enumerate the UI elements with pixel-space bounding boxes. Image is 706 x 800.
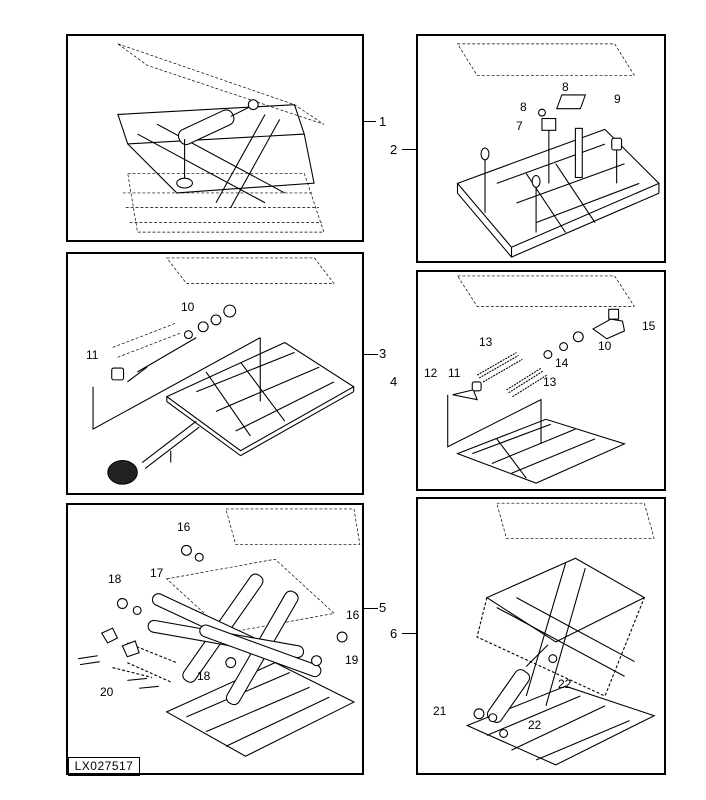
panel-3-height-adjust: 10 11 xyxy=(66,252,364,495)
callout-8b: 8 xyxy=(562,80,569,94)
panel-2-leader xyxy=(402,149,416,150)
panel-number-4: 4 xyxy=(390,374,398,389)
panel-4-drawing xyxy=(447,275,635,484)
callout-15: 15 xyxy=(642,319,656,333)
panel-number-2: 2 xyxy=(390,142,398,157)
callout-14: 14 xyxy=(555,356,569,370)
callout-18b: 18 xyxy=(197,669,211,683)
callout-22a: 22 xyxy=(558,677,572,691)
callout-7: 7 xyxy=(516,119,523,133)
panel-4-weight-adjust: 13 11 12 13 14 10 15 xyxy=(416,270,666,491)
panel-1-drawing xyxy=(117,43,325,233)
panel-5-scissor-frame: 16 17 18 16 19 18 20 xyxy=(66,503,364,775)
callout-12: 12 xyxy=(424,366,438,380)
figure-id-label: LX027517 xyxy=(68,757,140,776)
panel-5-leader xyxy=(364,608,378,609)
panel-2-drawing xyxy=(456,43,660,258)
panel-2-seat-pan: 7 8 8 9 xyxy=(416,34,666,263)
callout-16b: 16 xyxy=(346,608,360,622)
panel-6-drawing xyxy=(465,502,656,766)
callout-10: 10 xyxy=(181,300,195,314)
panel-3-drawing xyxy=(92,257,355,485)
panel-number-1: 1 xyxy=(379,114,387,129)
panel-6-shock-absorber: 22 21 22 xyxy=(416,497,666,775)
panel-1-seat-suspension xyxy=(66,34,364,242)
callout-9: 9 xyxy=(614,92,621,106)
panel-number-6: 6 xyxy=(390,626,398,641)
callout-21: 21 xyxy=(433,704,447,718)
callout-18a: 18 xyxy=(108,572,122,586)
callout-17: 17 xyxy=(150,566,164,580)
panel-number-3: 3 xyxy=(379,346,387,361)
callout-16a: 16 xyxy=(177,520,191,534)
panel-3-leader xyxy=(364,354,378,355)
callout-22b: 22 xyxy=(528,718,542,732)
callout-20: 20 xyxy=(100,685,114,699)
callout-19: 19 xyxy=(345,653,359,667)
panel-5-drawing xyxy=(77,508,361,757)
panel-number-5: 5 xyxy=(379,600,387,615)
callout-13b: 13 xyxy=(543,375,557,389)
callout-11: 11 xyxy=(86,348,99,362)
callout-13a: 13 xyxy=(479,335,493,349)
callout-10: 10 xyxy=(598,339,612,353)
panel-1-leader xyxy=(364,121,376,122)
callout-11: 11 xyxy=(448,366,461,380)
callout-8a: 8 xyxy=(520,100,527,114)
panel-6-leader xyxy=(402,633,416,634)
